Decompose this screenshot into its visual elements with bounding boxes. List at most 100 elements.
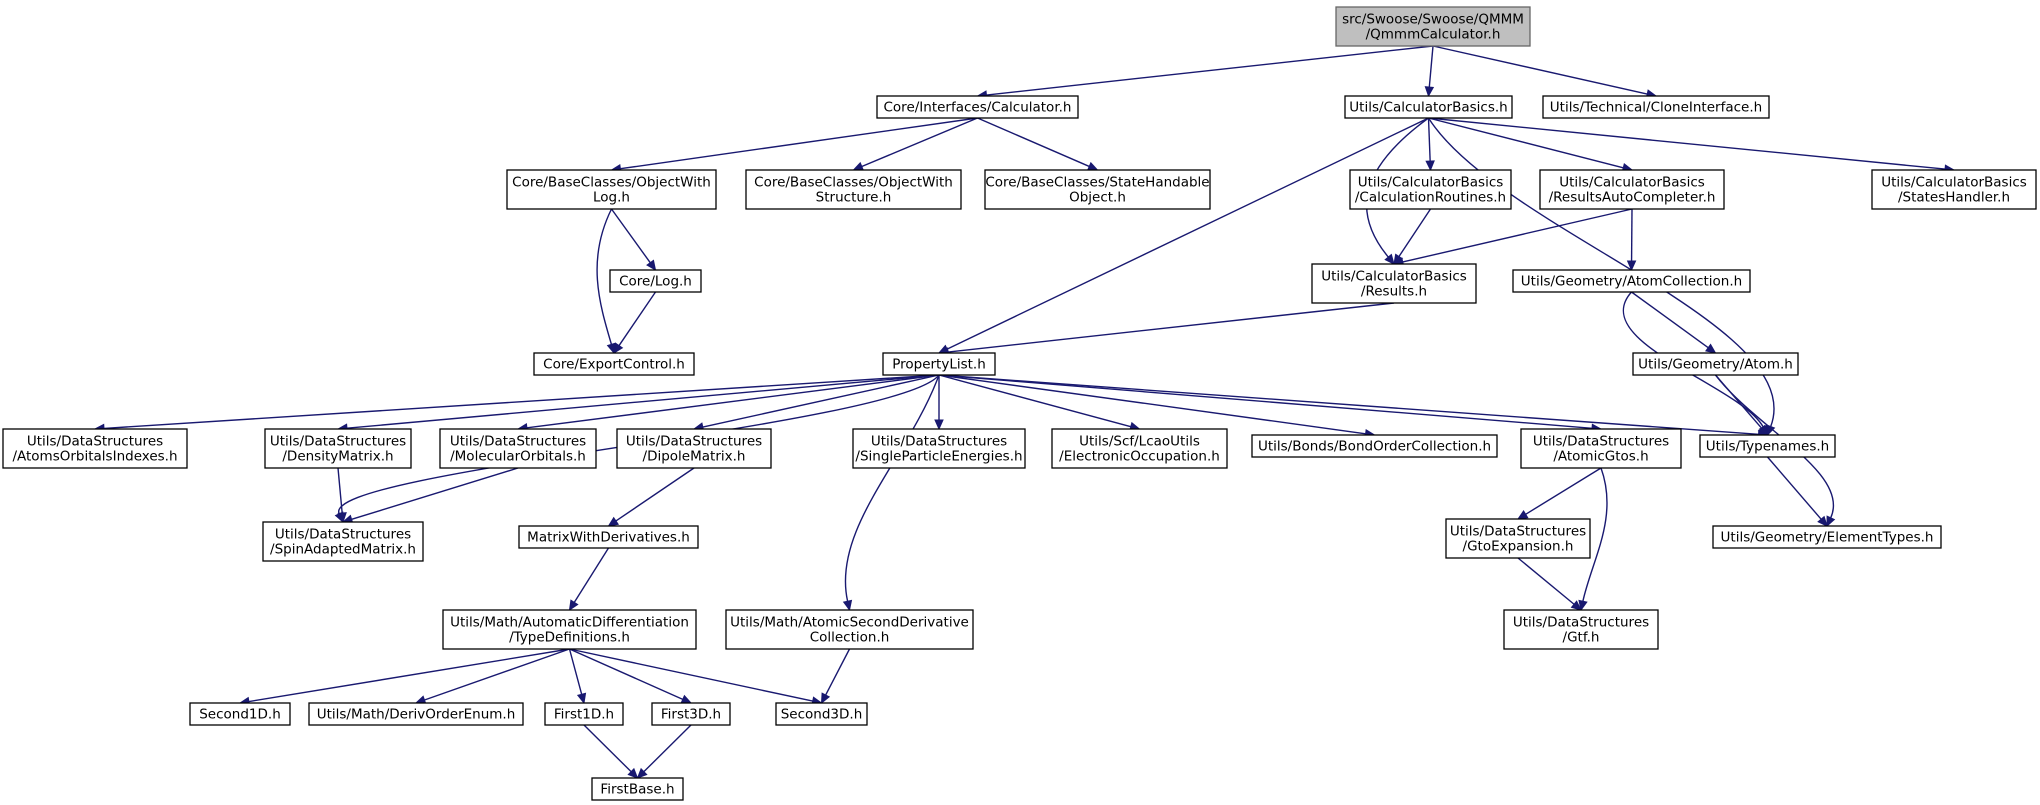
node-box — [591, 777, 684, 801]
edge-arrowhead — [636, 767, 648, 779]
node-calc-routines[interactable]: Utils/CalculatorBasics/CalculationRoutin… — [1349, 169, 1512, 210]
node-box — [1503, 609, 1659, 650]
edge-line — [643, 724, 692, 773]
edge-property-list-to-molecular-orbitals — [516, 374, 940, 433]
node-core-log[interactable]: Core/Log.h — [609, 269, 702, 293]
edge-typenames-to-element-types — [1766, 456, 1828, 527]
node-label: Utils/CalculatorBasics — [1559, 175, 1705, 191]
node-atom-collection[interactable]: Utils/Geometry/AtomCollection.h — [1512, 269, 1751, 293]
node-gto-expansion[interactable]: Utils/DataStructures/GtoExpansion.h — [1445, 518, 1591, 559]
node-calc-basics[interactable]: Utils/CalculatorBasics.h — [1344, 95, 1513, 119]
node-box — [442, 609, 697, 650]
node-label: Utils/DataStructures — [1513, 615, 1649, 631]
edge-type-definitions-to-second1d — [238, 648, 570, 707]
node-typenames[interactable]: Utils/Typenames.h — [1699, 434, 1836, 458]
edge-line — [844, 374, 940, 602]
node-label: Core/ExportControl.h — [543, 357, 685, 373]
node-box — [1344, 95, 1513, 119]
node-density-matrix[interactable]: Utils/DataStructures/DensityMatrix.h — [264, 428, 412, 469]
edge-results-auto-to-atom-collection — [1626, 208, 1637, 272]
node-label: Core/Interfaces/Calculator.h — [884, 100, 1072, 116]
node-box — [533, 352, 695, 376]
node-atomic-second-deriv[interactable]: Utils/Math/AtomicSecondDerivativeCollect… — [725, 609, 974, 650]
node-label: Core/BaseClasses/ObjectWith — [512, 175, 711, 191]
edge-root-to-core-calculator — [976, 45, 1434, 100]
node-label: First3D.h — [661, 707, 721, 723]
node-box — [264, 428, 412, 469]
node-label: /AtomsOrbitalsIndexes.h — [12, 449, 177, 465]
edge-line — [938, 374, 1366, 435]
edge-arrowhead — [1826, 515, 1836, 528]
node-atom[interactable]: Utils/Geometry/Atom.h — [1632, 352, 1799, 376]
node-box — [745, 169, 962, 210]
node-first1d[interactable]: First1D.h — [544, 702, 624, 726]
node-results-auto[interactable]: Utils/CalculatorBasics/ResultsAutoComple… — [1539, 169, 1725, 210]
edge-property-list-to-single-particle — [934, 375, 944, 431]
node-clone-interface[interactable]: Utils/Technical/CloneInterface.h — [1542, 95, 1770, 119]
edge-line — [569, 648, 813, 702]
edge-arrowhead — [1425, 160, 1435, 172]
node-box — [439, 428, 597, 469]
node-matrix-with-deriv[interactable]: MatrixWithDerivatives.h — [518, 525, 699, 549]
node-box — [262, 521, 424, 562]
nodes-layer: src/Swoose/Swoose/QMMM/QmmmCalculator.hC… — [2, 6, 2037, 801]
node-element-types[interactable]: Utils/Geometry/ElementTypes.h — [1712, 525, 1942, 549]
node-label: /ElectronicOccupation.h — [1059, 449, 1220, 465]
node-label: /ResultsAutoCompleter.h — [1549, 190, 1716, 206]
node-first3d[interactable]: First3D.h — [651, 702, 731, 726]
node-second3d[interactable]: Second3D.h — [775, 702, 868, 726]
node-box — [1445, 518, 1591, 559]
edge-line — [947, 302, 1395, 353]
node-core-calculator[interactable]: Core/Interfaces/Calculator.h — [876, 95, 1079, 119]
node-first-base[interactable]: FirstBase.h — [591, 777, 684, 801]
node-label: /MolecularOrbitals.h — [450, 449, 586, 465]
edge-calc-basics-to-calc-routines — [1425, 117, 1435, 172]
node-molecular-orbitals[interactable]: Utils/DataStructures/MolecularOrbitals.h — [439, 428, 597, 469]
node-root[interactable]: src/Swoose/Swoose/QMMM/QmmmCalculator.h — [1335, 6, 1531, 47]
edge-matrix-with-deriv-to-type-definitions — [568, 547, 610, 612]
node-box — [1251, 434, 1498, 458]
edge-line — [1766, 456, 1822, 520]
node-box — [506, 169, 717, 210]
node-electronic-occ[interactable]: Utils/Scf/LcaoUtils/ElectronicOccupation… — [1051, 428, 1228, 469]
edge-line — [568, 648, 583, 695]
node-single-particle[interactable]: Utils/DataStructures/SingleParticleEnerg… — [852, 428, 1026, 469]
edge-property-list-to-atomic-gtos — [938, 374, 1603, 433]
node-bond-order[interactable]: Utils/Bonds/BondOrderCollection.h — [1251, 434, 1498, 458]
node-type-definitions[interactable]: Utils/Math/AutomaticDifferentiation/Type… — [442, 609, 697, 650]
node-deriv-order-enum[interactable]: Utils/Math/DerivOrderEnum.h — [308, 702, 524, 726]
edge-arrowhead — [613, 342, 624, 355]
edge-atomic-gtos-to-gto-expansion — [1516, 467, 1602, 520]
node-atoms-orbitals[interactable]: Utils/DataStructures/AtomsOrbitalsIndexe… — [2, 428, 188, 469]
node-label: Utils/Technical/CloneInterface.h — [1550, 100, 1762, 116]
edge-line — [248, 648, 570, 703]
edge-line — [615, 467, 695, 522]
node-label: /QmmmCalculator.h — [1366, 27, 1501, 43]
node-label: PropertyList.h — [892, 357, 986, 373]
node-results[interactable]: Utils/CalculatorBasics/Results.h — [1311, 263, 1477, 304]
node-dipole-matrix[interactable]: Utils/DataStructures/DipoleMatrix.h — [616, 428, 772, 469]
node-spin-adapted[interactable]: Utils/DataStructures/SpinAdaptedMatrix.h — [262, 521, 424, 562]
node-states-handler[interactable]: Utils/CalculatorBasics/StatesHandler.h — [1871, 169, 2037, 210]
node-label: Utils/Math/AutomaticDifferentiation — [450, 615, 689, 631]
node-box — [1051, 428, 1228, 469]
node-box — [308, 702, 524, 726]
edge-line — [583, 724, 632, 773]
node-export-control[interactable]: Core/ExportControl.h — [533, 352, 695, 376]
node-label: Structure.h — [816, 190, 892, 206]
node-label: Utils/DataStructures — [626, 434, 762, 450]
node-property-list[interactable]: PropertyList.h — [882, 352, 996, 376]
edge-core-calculator-to-obj-with-log — [610, 117, 978, 174]
node-second1d[interactable]: Second1D.h — [189, 702, 291, 726]
edge-type-definitions-to-first3d — [569, 648, 693, 704]
edge-line — [946, 117, 1429, 350]
node-atomic-gtos[interactable]: Utils/DataStructures/AtomicGtos.h — [1520, 428, 1682, 469]
node-label: Utils/CalculatorBasics — [1358, 175, 1504, 191]
node-label: /DensityMatrix.h — [282, 449, 393, 465]
node-label: Utils/Scf/LcaoUtils — [1079, 434, 1200, 450]
node-label: Object.h — [1069, 190, 1126, 206]
node-gtf[interactable]: Utils/DataStructures/Gtf.h — [1503, 609, 1659, 650]
